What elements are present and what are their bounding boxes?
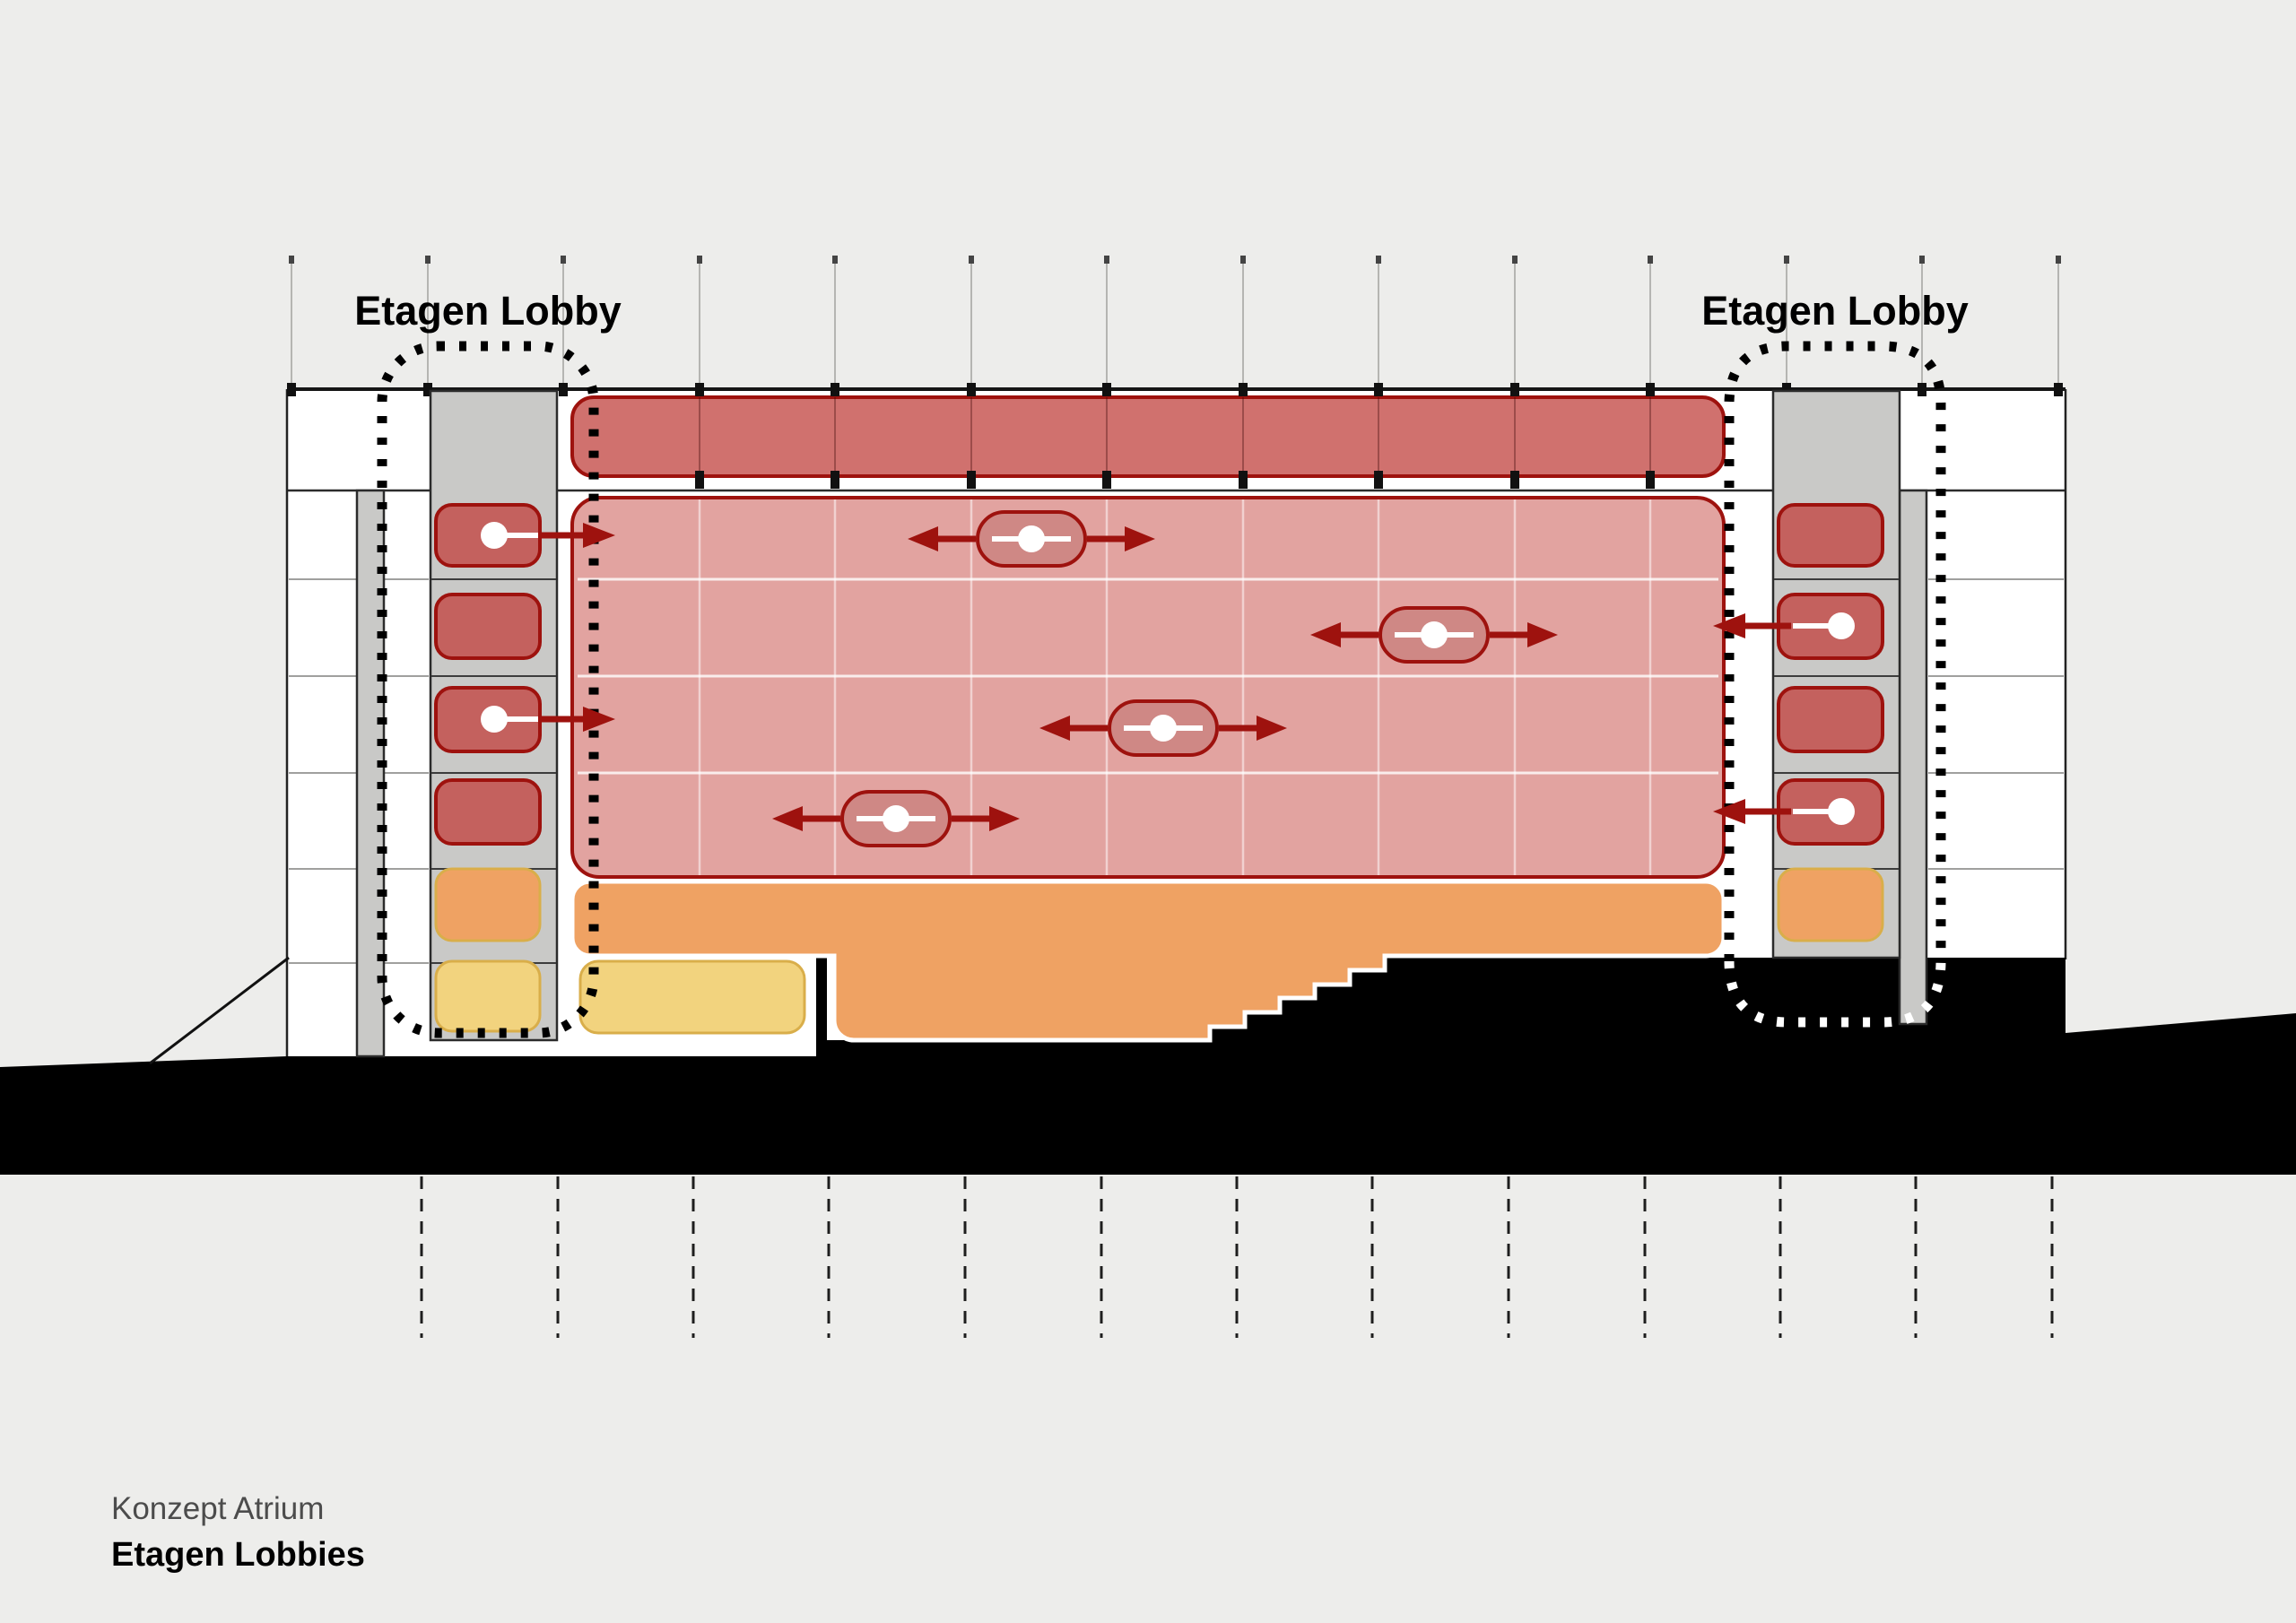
- right-lobby-tower: [1771, 389, 1928, 1026]
- circulation-capsule-1: [908, 510, 1155, 568]
- orange-level-zone: [570, 879, 1726, 1043]
- entry-ramp-line: [149, 956, 290, 1065]
- left-lobby-outline: [377, 341, 599, 1038]
- right-outer-wall: [1898, 489, 1928, 1026]
- circulation-capsule-2: [1310, 606, 1558, 664]
- right-lobby-outline: [1724, 341, 1946, 961]
- top-floor-band: [570, 395, 1726, 478]
- left-lobby-room-orange: [434, 867, 542, 942]
- left-lobby-room-yellow: [434, 959, 542, 1033]
- yellow-ground-hall: [578, 959, 806, 1035]
- left-lobby-arrow-1: [481, 522, 615, 549]
- left-lobby-arrow-2: [481, 706, 615, 733]
- atrium-zone: [570, 496, 1726, 879]
- left-outer-wall: [355, 489, 386, 1058]
- ground-mass: [0, 956, 2296, 1175]
- caption-title: Konzept Atrium: [111, 1491, 324, 1526]
- caption-subtitle: Etagen Lobbies: [111, 1536, 365, 1574]
- right-tower-core: [1771, 389, 1901, 959]
- circulation-capsule-4: [772, 790, 1020, 847]
- grid-columns: [289, 256, 2061, 389]
- band-columns: [695, 397, 1655, 489]
- right-lobby-room-orange: [1777, 867, 1884, 942]
- foundation-piles: [420, 1176, 2054, 1338]
- right-lobby-arrow-2: [1713, 798, 1855, 825]
- label-etagen-lobby-right: Etagen Lobby: [1701, 288, 1969, 334]
- label-etagen-lobby-left: Etagen Lobby: [354, 288, 622, 334]
- circulation-capsule-3: [1039, 699, 1287, 757]
- right-lobby-arrow-1: [1713, 612, 1855, 639]
- left-lobby-room-2: [434, 593, 542, 660]
- right-lobby-room-3: [1777, 686, 1884, 753]
- roof-ticks: [287, 383, 2063, 396]
- left-lobby-room-4: [434, 778, 542, 846]
- atrium-grid: [578, 499, 1718, 875]
- right-lobby-room-1: [1777, 503, 1884, 568]
